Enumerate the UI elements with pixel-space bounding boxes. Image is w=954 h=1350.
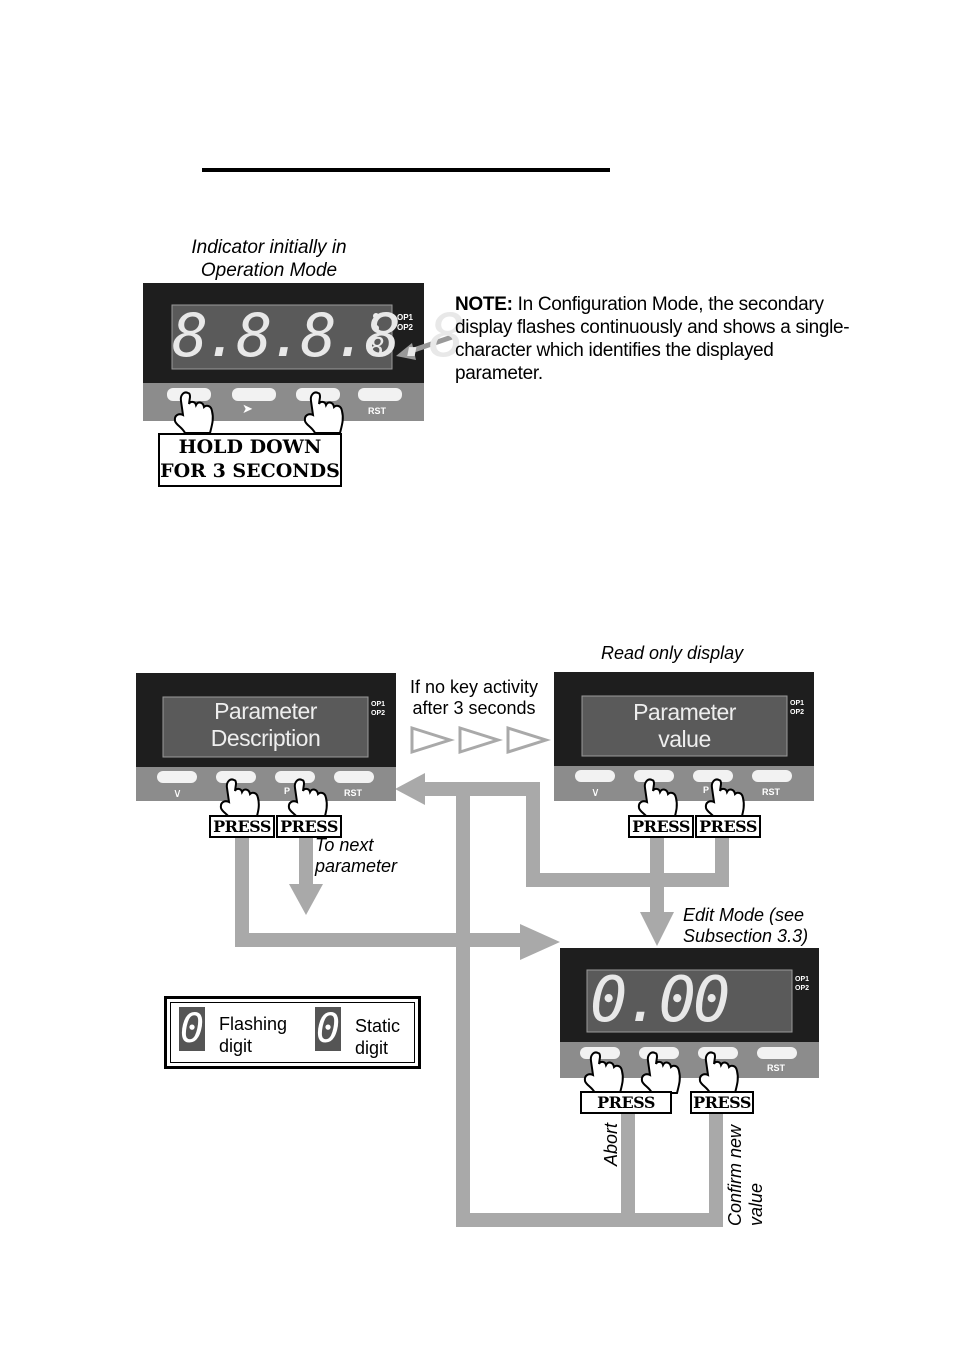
press-label: PRESS (209, 815, 275, 838)
op-labels: OP1 OP2 (371, 700, 385, 718)
flashing-digit-icon: 0 (179, 1006, 205, 1052)
secondary-display: 8 (369, 333, 385, 363)
title-underline (202, 168, 610, 172)
down-key-icon[interactable]: ∨ (591, 785, 600, 799)
caption-line: value (746, 1182, 766, 1226)
digit-legend: 0 Flashing digit 0 Static digit (164, 996, 421, 1069)
no-key-activity-caption: If no key activity after 3 seconds (402, 677, 546, 719)
op-labels: OP1 OP2 (790, 699, 804, 717)
main-seven-segment-display: 8.8.8.8.8. (172, 301, 497, 371)
legend-line: digit (219, 1036, 253, 1056)
display-line: Parameter (214, 698, 317, 724)
op2-label: OP2 (795, 985, 810, 992)
display-line: Description (210, 725, 321, 751)
timeout-arrows (410, 725, 551, 755)
display-line: value (658, 726, 711, 752)
caption-line: Indicator initially in (191, 237, 347, 258)
legend-line: Static (355, 1016, 401, 1036)
op2-label: OP2 (397, 323, 414, 332)
static-digit-label: Static digit (355, 1015, 400, 1059)
edit-mode-digits: 0.00 (590, 963, 730, 1036)
caption-line: after 3 seconds (412, 698, 536, 718)
static-digit-icon: 0 (315, 1006, 341, 1052)
parameter-description-text: Parameter Description (163, 698, 368, 752)
op2-label: OP2 (371, 710, 386, 717)
flow-arrows (235, 782, 729, 1227)
op1-label: OP1 (397, 313, 414, 322)
note-arrow (396, 334, 453, 360)
press-label: PRESS (690, 1091, 754, 1114)
caption-line: parameter (315, 856, 398, 876)
hold-line: FOR 3 SECONDS (160, 460, 340, 482)
legend-frame (170, 1002, 415, 1063)
note-label: NOTE: (455, 294, 513, 315)
rst-key-label[interactable]: RST (767, 1063, 785, 1073)
down-key-icon[interactable]: ∨ (173, 786, 182, 800)
indicator-caption: Indicator initially in Operation Mode (160, 236, 378, 282)
legend-line: digit (355, 1038, 389, 1058)
p-key-label[interactable]: P (703, 785, 710, 795)
p-key-label[interactable]: P (284, 786, 291, 796)
rst-key-label[interactable]: RST (344, 788, 362, 798)
press-label: PRESS (628, 815, 694, 838)
configuration-note: NOTE: In Configuration Mode, the seconda… (455, 293, 855, 385)
op1-label: OP1 (790, 700, 805, 707)
op2-label: OP2 (790, 709, 805, 716)
caption-line: Edit Mode (see (683, 905, 805, 925)
hold-line: HOLD DOWN (178, 436, 322, 458)
caption-line: Operation Mode (200, 260, 338, 281)
op-labels: OP1 OP2 (795, 975, 809, 993)
read-only-caption: Read only display (601, 643, 744, 663)
hold-down-label: HOLD DOWN FOR 3 SECONDS (158, 433, 342, 487)
legend-line: Flashing (219, 1014, 288, 1034)
op-labels: OP1 OP2 (397, 313, 413, 333)
rst-key-label[interactable]: RST (762, 787, 780, 797)
press-label: PRESS (580, 1091, 672, 1114)
parameter-value-display (554, 672, 814, 801)
display-line: Parameter (633, 699, 736, 725)
confirm-new-value-caption: Confirm new value (725, 1125, 767, 1226)
abort-caption: Abort (601, 1122, 621, 1166)
op1-label: OP1 (795, 976, 810, 983)
caption-line: If no key activity (409, 677, 539, 697)
caption-line: To next (315, 835, 374, 855)
right-arrow-key-icon[interactable]: ➤ (242, 401, 253, 416)
parameter-description-display (136, 673, 396, 801)
note-text: In Configuration Mode, the secondary dis… (455, 294, 850, 384)
rst-key-label[interactable]: RST (368, 406, 386, 416)
press-label: PRESS (695, 815, 761, 838)
press-label: PRESS (276, 815, 342, 838)
op1-label: OP1 (371, 701, 386, 708)
edit-mode-caption: Edit Mode (see Subsection 3.3) (683, 905, 808, 947)
to-next-parameter-caption: To next parameter (315, 835, 397, 877)
caption-line: Subsection 3.3) (683, 926, 809, 946)
caption-line: Confirm new (725, 1124, 745, 1226)
flashing-digit-label: Flashing digit (219, 1013, 287, 1057)
parameter-value-text: Parameter value (582, 699, 787, 753)
